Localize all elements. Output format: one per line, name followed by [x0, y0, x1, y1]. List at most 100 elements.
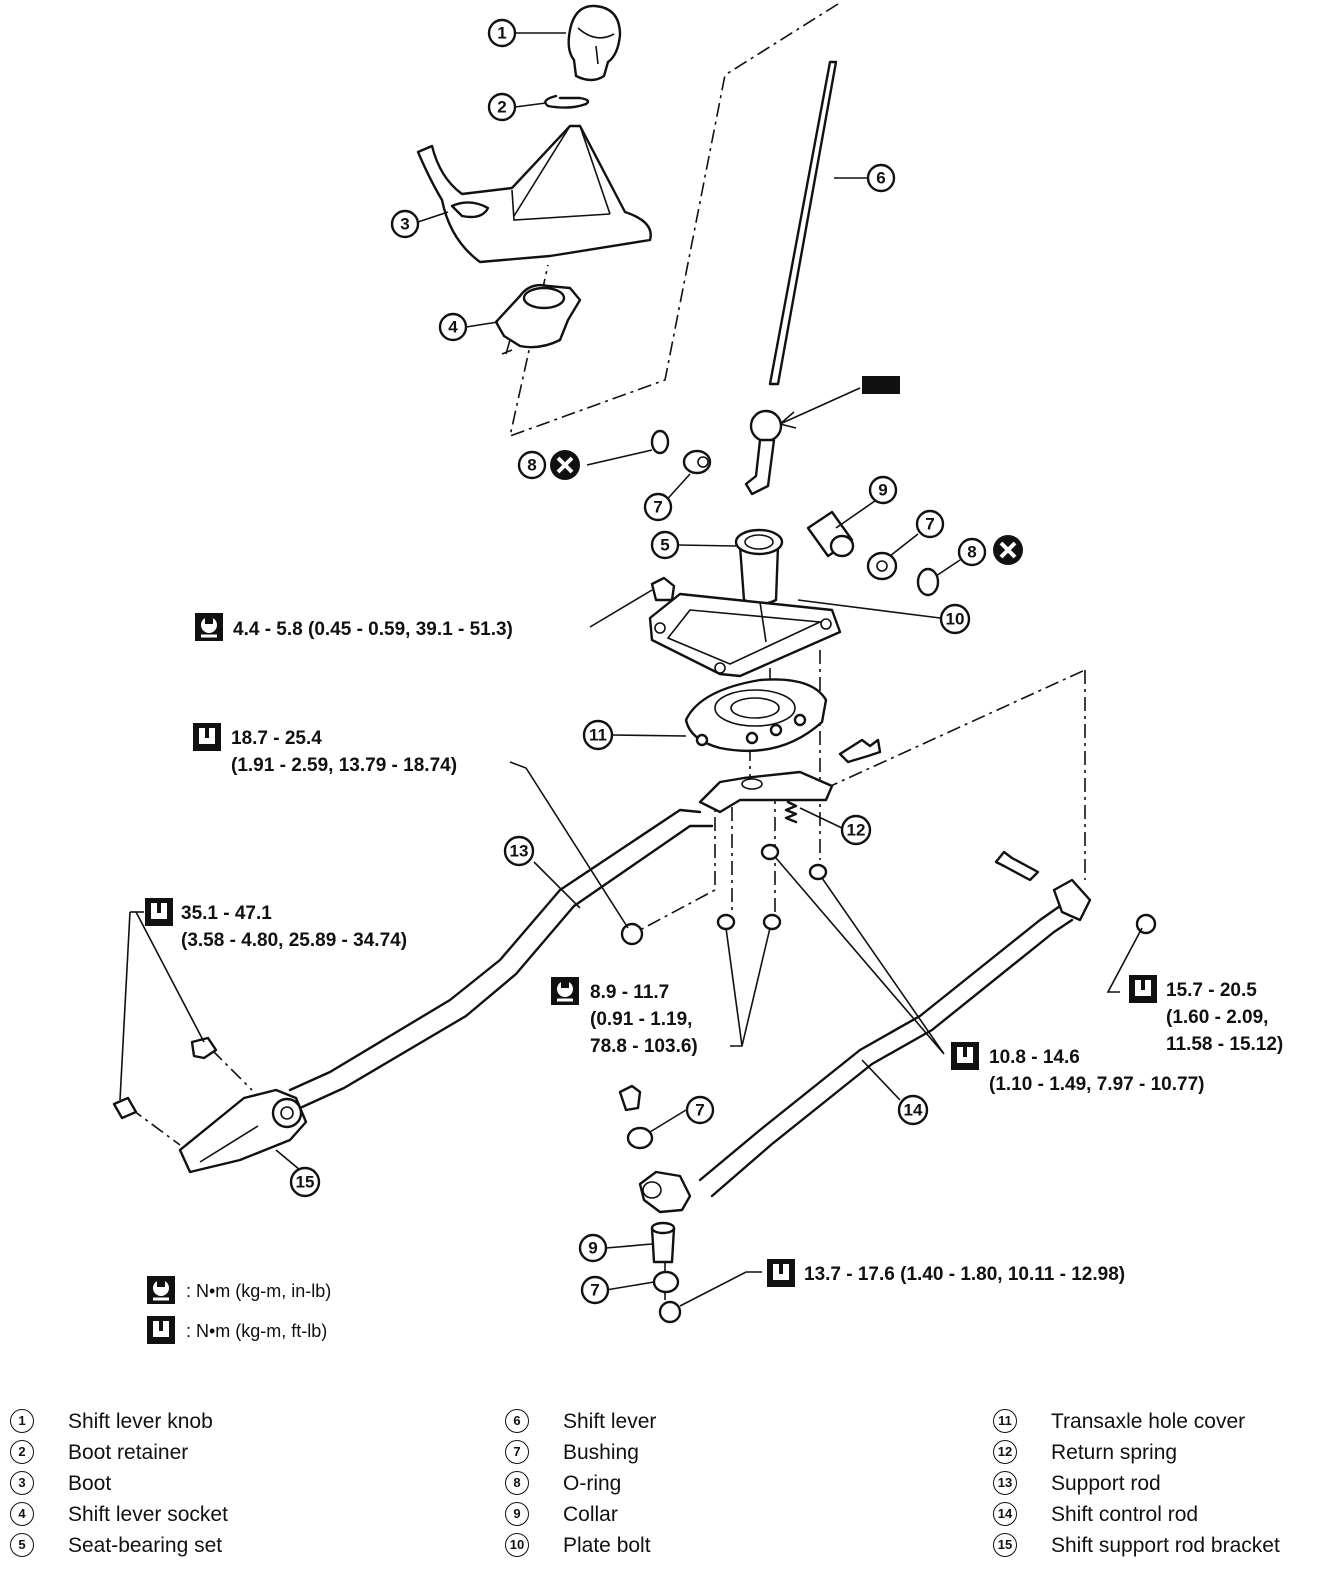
- callout-10: 10: [939, 603, 971, 635]
- part-number: 11: [993, 1409, 1017, 1434]
- callout-4: 4: [438, 312, 468, 342]
- svg-text:4.4 - 5.8 (0.45 - 0.59, 39.1 -: 4.4 - 5.8 (0.45 - 0.59, 39.1 - 51.3): [233, 619, 513, 640]
- part-name: Plate bolt: [563, 1533, 651, 1557]
- svg-text:7: 7: [590, 1281, 599, 1300]
- bushing-right: [866, 551, 898, 581]
- grease-icon: [862, 376, 900, 394]
- part-name: Transaxle hole cover: [1051, 1409, 1246, 1433]
- part-name: Shift lever socket: [68, 1502, 228, 1526]
- part-name: Boot retainer: [68, 1440, 189, 1464]
- part-name: Bushing: [563, 1440, 639, 1464]
- torque-ft-lb-icon: [1129, 975, 1157, 1003]
- svg-text:18.7 - 25.4: 18.7 - 25.4: [231, 728, 322, 749]
- callout-7c: 7: [685, 1095, 715, 1125]
- part-name: Boot: [68, 1471, 112, 1495]
- part-number: 7: [505, 1440, 529, 1465]
- shift-bracket: [698, 770, 834, 814]
- callout-11: 11: [582, 719, 614, 751]
- callout-13: 13: [503, 835, 535, 867]
- callout-8b: 8: [957, 537, 987, 567]
- o-ring-right: [916, 567, 940, 597]
- torque-spec-rod-nut: 15.7 - 20.5 (1.60 - 2.09, 11.58 - 15.12): [1129, 975, 1283, 1055]
- no-reuse-icon: [550, 450, 580, 480]
- part-name: Collar: [563, 1502, 618, 1526]
- boot: [416, 124, 652, 264]
- svg-text:15.7 - 20.5: 15.7 - 20.5: [1166, 980, 1257, 1001]
- flange-nut-top: [650, 576, 676, 602]
- svg-text:14: 14: [904, 1101, 923, 1120]
- torque-ft-lb-icon: [193, 723, 221, 751]
- torque-in-lb-icon: [550, 976, 580, 1006]
- part-name: Shift control rod: [1051, 1502, 1199, 1526]
- callout-3: 3: [390, 209, 420, 239]
- list-item: 9 Collar: [505, 1498, 656, 1529]
- part-name: Shift support rod bracket: [1051, 1533, 1280, 1557]
- part-number: 9: [505, 1502, 529, 1527]
- svg-text:13.7 - 17.6 (1.40 - 1.80, 10.1: 13.7 - 17.6 (1.40 - 1.80, 10.11 - 12.98): [804, 1264, 1125, 1285]
- part-number: 1: [10, 1409, 34, 1434]
- part-number: 6: [505, 1409, 529, 1434]
- svg-text:10: 10: [946, 610, 965, 629]
- o-ring-left: [650, 429, 670, 455]
- callout-15: 15: [289, 1166, 321, 1198]
- svg-text:: N•m (kg-m, in-lb): : N•m (kg-m, in-lb): [186, 1281, 331, 1301]
- rod-bolt-right: [994, 850, 1040, 882]
- callout-7a: 7: [643, 492, 673, 522]
- shift-control-rod: [698, 878, 1092, 1198]
- part-name: Shift lever knob: [68, 1409, 213, 1433]
- callouts: 1 2 3 4 5 6 7 7 7 7 8 8 9 9 10 11 12 13 …: [289, 18, 987, 1305]
- no-reuse-icon: [993, 535, 1023, 565]
- svg-text:9: 9: [878, 481, 887, 500]
- torque-in-lb-icon: [146, 1275, 176, 1305]
- callout-6: 6: [866, 163, 896, 193]
- collar-lower: [650, 1221, 676, 1264]
- shift-lever: [744, 60, 838, 496]
- svg-text:2: 2: [497, 98, 506, 117]
- cover-bolt: [838, 738, 882, 764]
- list-item: 7 Bushing: [505, 1436, 656, 1467]
- units-legend: : N•m (kg-m, in-lb) : N•m (kg-m, ft-lb): [146, 1275, 331, 1344]
- svg-text:11: 11: [589, 726, 607, 745]
- torque-spec-bracket-nuts: 10.8 - 14.6 (1.10 - 1.49, 7.97 - 10.77): [951, 1042, 1204, 1095]
- callout-7d: 7: [580, 1275, 610, 1305]
- svg-text:7: 7: [653, 498, 662, 517]
- list-item: 1 Shift lever knob: [10, 1405, 228, 1436]
- part-number: 10: [505, 1533, 529, 1558]
- svg-text:15: 15: [296, 1173, 315, 1192]
- svg-text:7: 7: [925, 515, 934, 534]
- part-number: 14: [993, 1502, 1017, 1527]
- svg-text:(1.10 - 1.49, 7.97 - 10.77): (1.10 - 1.49, 7.97 - 10.77): [989, 1074, 1204, 1095]
- clevis-pin: [618, 1084, 654, 1150]
- leader-lines: [119, 32, 1143, 1307]
- rod-clevis: [638, 1170, 692, 1214]
- svg-text:: N•m (kg-m, ft-lb): : N•m (kg-m, ft-lb): [186, 1321, 327, 1341]
- shift-lever-knob: [567, 4, 622, 82]
- svg-text:(3.58 - 4.80, 25.89 - 34.74): (3.58 - 4.80, 25.89 - 34.74): [181, 930, 407, 951]
- svg-text:10.8 - 14.6: 10.8 - 14.6: [989, 1047, 1080, 1068]
- torque-spec-lower-nut: 13.7 - 17.6 (1.40 - 1.80, 10.11 - 12.98): [767, 1259, 1125, 1287]
- collar-upper: [806, 510, 855, 558]
- exploded-diagram: 1 2 3 4 5 6 7 7 7 7 8 8 9 9 10 11 12 13 …: [112, 3, 1283, 1344]
- shift-support-rod-bracket: [178, 1088, 308, 1174]
- callout-9a: 9: [868, 475, 898, 505]
- torque-in-lb-icon: [194, 612, 224, 642]
- svg-text:11.58 - 15.12): 11.58 - 15.12): [1166, 1034, 1283, 1055]
- callout-5: 5: [650, 530, 680, 560]
- part-number: 15: [993, 1533, 1017, 1558]
- bushing-lower: [652, 1270, 680, 1294]
- part-name: Support rod: [1051, 1471, 1161, 1495]
- torque-spec-support-rod: 18.7 - 25.4 (1.91 - 2.59, 13.79 - 18.74): [193, 723, 457, 776]
- part-name: Return spring: [1051, 1440, 1178, 1464]
- torque-ft-lb-icon: [767, 1259, 795, 1287]
- transaxle-hole-cover: [684, 678, 828, 753]
- torque-spec-bracket: 35.1 - 47.1 (3.58 - 4.80, 25.89 - 34.74): [145, 898, 407, 951]
- svg-text:78.8 - 103.6): 78.8 - 103.6): [590, 1036, 698, 1057]
